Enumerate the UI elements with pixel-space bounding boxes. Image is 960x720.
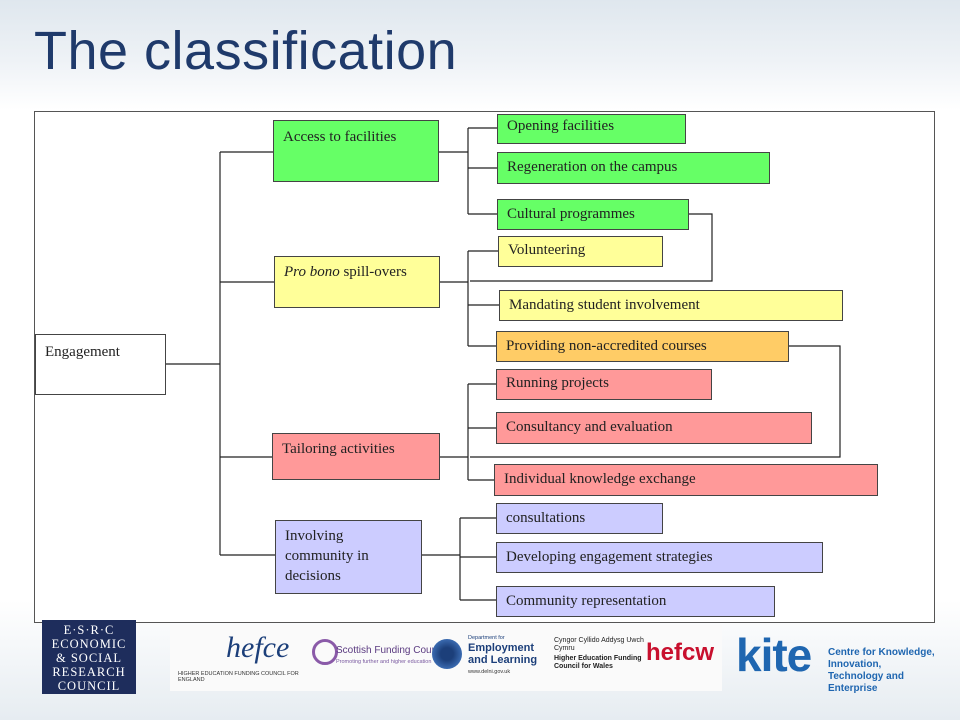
kite-logo: kite bbox=[736, 629, 812, 681]
category-label: Access to facilities bbox=[283, 129, 397, 145]
category-involving-community: Involving community in decisions bbox=[275, 520, 422, 594]
leaf-label: consultations bbox=[506, 510, 586, 526]
leaf-label: Mandating student involvement bbox=[509, 297, 700, 313]
category-label: Tailoring activities bbox=[282, 441, 395, 457]
category-pro-bono-spillovers: Pro bono spill-overs bbox=[274, 256, 440, 308]
leaf-label: Opening facilities bbox=[507, 118, 615, 134]
leaf-running-projects: Running projects bbox=[496, 369, 712, 400]
hefce-subtitle: HIGHER EDUCATION FUNDING COUNCIL FOR ENG… bbox=[178, 671, 299, 683]
leaf-cultural-programmes: Cultural programmes bbox=[497, 199, 689, 230]
leaf-community-representation: Community representation bbox=[496, 586, 775, 617]
del-hexagon-icon bbox=[432, 639, 462, 669]
esrc-line: E·S·R·C bbox=[63, 623, 115, 637]
leaf-label: Developing engagement strategies bbox=[506, 549, 713, 565]
del-logo: Employment and Learning bbox=[468, 642, 538, 666]
leaf-mandating-student-involvement: Mandating student involvement bbox=[499, 290, 843, 321]
del-top: Department for bbox=[468, 635, 505, 641]
sfc-logo: Scottish Funding Council bbox=[336, 645, 447, 656]
leaf-label: Community representation bbox=[506, 593, 667, 609]
leaf-regeneration-on-campus: Regeneration on the campus bbox=[497, 152, 770, 184]
leaf-label: Regeneration on the campus bbox=[507, 159, 678, 175]
leaf-consultations: consultations bbox=[496, 503, 663, 534]
kite-subtitle: Centre for Knowledge, Innovation, Techno… bbox=[828, 647, 935, 694]
esrc-logo: E·S·R·C ECONOMIC & SOCIAL RESEARCH COUNC… bbox=[42, 620, 136, 694]
root-label: Engagement bbox=[45, 344, 120, 360]
leaf-volunteering: Volunteering bbox=[498, 236, 663, 267]
page-title: The classification bbox=[34, 21, 458, 81]
leaf-label: Running projects bbox=[506, 375, 609, 391]
esrc-line: & SOCIAL bbox=[56, 651, 122, 665]
leaf-providing-non-accredited-courses: Providing non-accredited courses bbox=[496, 331, 789, 362]
leaf-individual-knowledge-exchange: Individual knowledge exchange bbox=[494, 464, 878, 496]
sfc-swirl-icon bbox=[312, 639, 338, 665]
funder-logo-strip: hefce HIGHER EDUCATION FUNDING COUNCIL F… bbox=[170, 625, 722, 691]
category-tailoring-activities: Tailoring activities bbox=[272, 433, 440, 480]
diagram-frame bbox=[34, 111, 935, 623]
esrc-line: RESEARCH bbox=[52, 665, 126, 679]
leaf-developing-engagement-strategies: Developing engagement strategies bbox=[496, 542, 823, 573]
leaf-label: Providing non-accredited courses bbox=[506, 338, 707, 354]
root-node-engagement: Engagement bbox=[35, 334, 166, 395]
category-access-to-facilities: Access to facilities bbox=[273, 120, 439, 182]
del-url: www.delni.gov.uk bbox=[468, 669, 511, 675]
leaf-label: Cultural programmes bbox=[507, 206, 635, 222]
leaf-label: Individual knowledge exchange bbox=[504, 471, 696, 487]
leaf-label: Consultancy and evaluation bbox=[506, 419, 673, 435]
leaf-opening-facilities: Opening facilities bbox=[497, 114, 686, 144]
hefcw-english: Higher Education Funding Council for Wal… bbox=[554, 655, 642, 670]
category-label-emphasis: Pro bono bbox=[284, 264, 340, 280]
hefce-logo: hefce bbox=[226, 631, 290, 664]
esrc-line: COUNCIL bbox=[57, 679, 121, 693]
leaf-consultancy-and-evaluation: Consultancy and evaluation bbox=[496, 412, 812, 444]
leaf-label: Volunteering bbox=[508, 242, 586, 258]
category-label: Involving community in decisions bbox=[285, 528, 369, 584]
hefcw-welsh: Cyngor Cyllido Addysg Uwch Cymru bbox=[554, 637, 644, 652]
sfc-subtitle: Promoting further and higher education bbox=[336, 659, 432, 665]
hefcw-logo: hefcw bbox=[646, 639, 715, 666]
esrc-line: ECONOMIC bbox=[51, 637, 127, 651]
category-label: spill-overs bbox=[339, 264, 407, 280]
